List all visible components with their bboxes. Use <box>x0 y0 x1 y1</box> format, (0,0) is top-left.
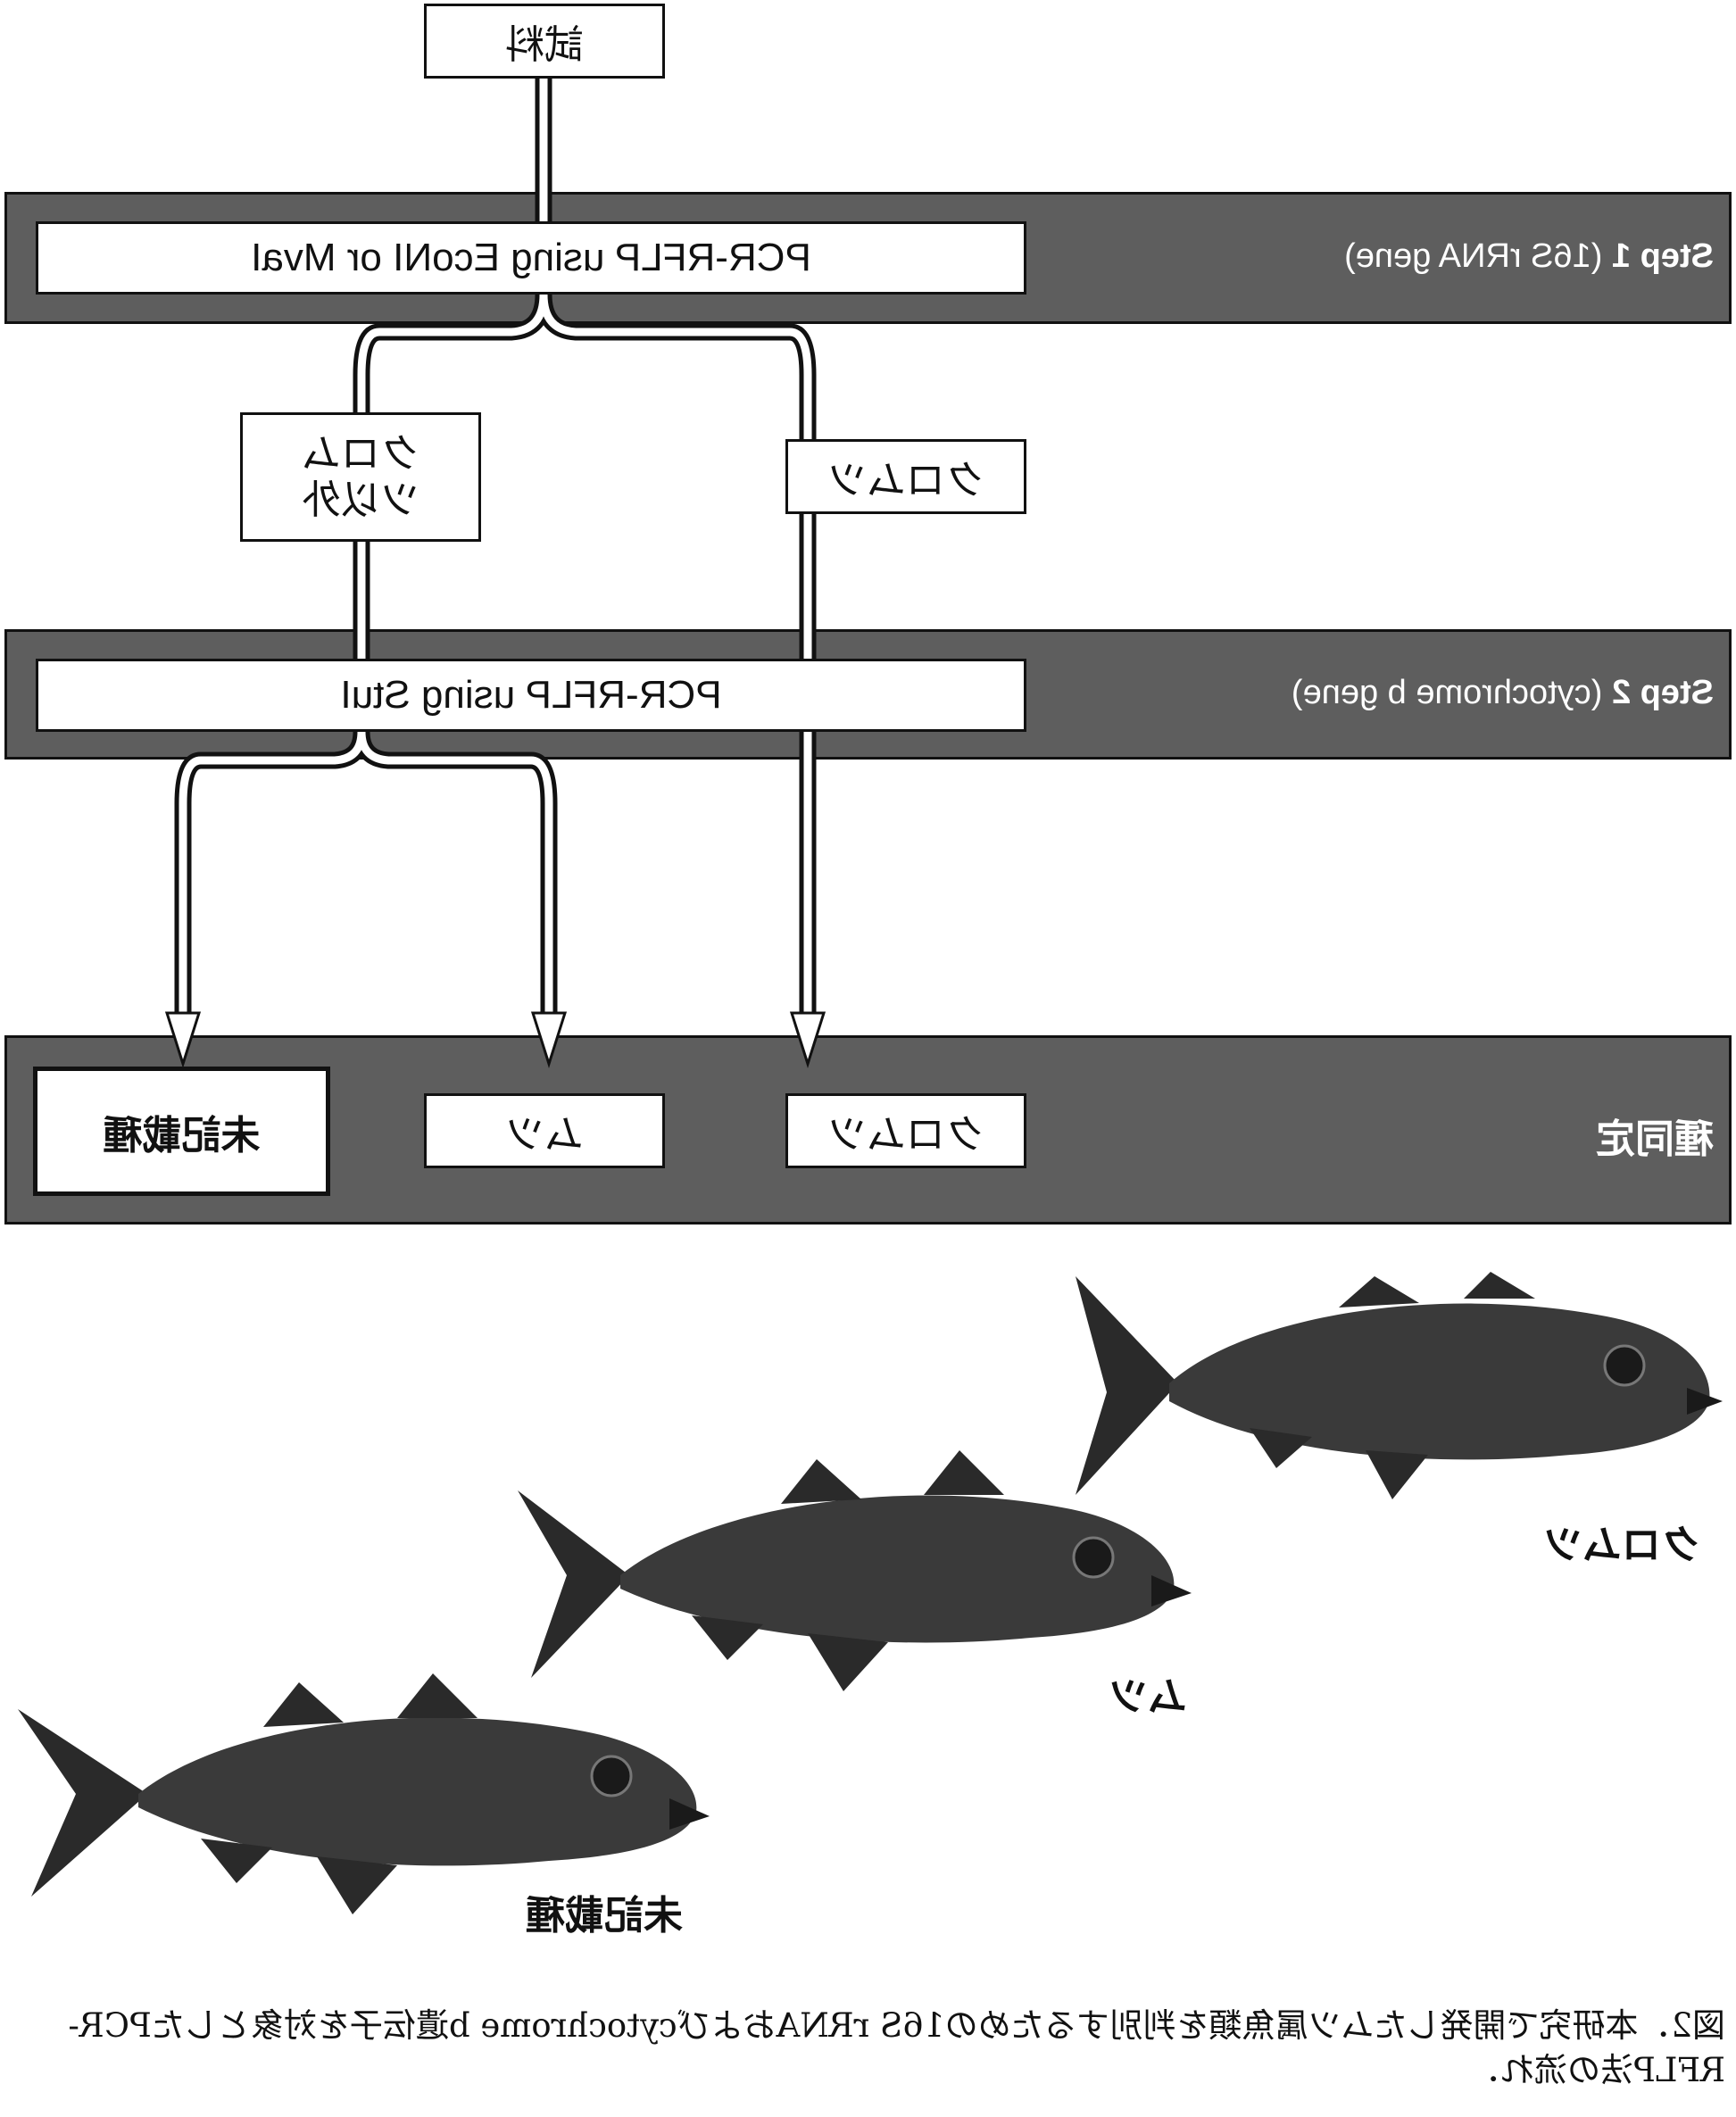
id-result-kuromutsu-box: クロムツ <box>785 1093 1026 1168</box>
identification-label: 種同定 <box>1596 1107 1714 1164</box>
fish-label-undescribed: 未記載種 <box>526 1883 683 1940</box>
step1-label: Step 1 (16S rRNA gene) <box>1344 237 1714 276</box>
result-kuromutsu: クロムツ <box>827 448 984 505</box>
result-other-box: クロムツ以外 <box>240 412 481 542</box>
id-result-mutsu-box: ムツ <box>424 1093 665 1168</box>
step2-label: Step 2 (cytochrome b gene) <box>1292 674 1714 712</box>
fish-label-mutsu: ムツ <box>1109 1665 1187 1722</box>
id-result-undescribed: 未記載種 <box>104 1103 261 1160</box>
id-result-kuromutsu: クロムツ <box>827 1102 984 1159</box>
fish-label-kuromutsu: クロムツ <box>1543 1513 1700 1570</box>
step2-label-bold: Step 2 <box>1612 674 1714 711</box>
step1-method-box: PCR-RFLP using EcoNI or MvaI <box>36 221 1026 295</box>
step1-label-rest: (16S rRNA gene) <box>1344 237 1612 275</box>
result-kuromutsu-box: クロムツ <box>785 439 1026 514</box>
step2-label-rest: (cytochrome b gene) <box>1292 674 1612 711</box>
id-result-mutsu: ムツ <box>505 1102 584 1159</box>
flow-connectors <box>0 0 1736 1232</box>
id-result-undescribed-box: 未記載種 <box>33 1067 330 1196</box>
result-other: クロムツ以外 <box>285 431 436 524</box>
figure-caption: 図2．本研究で開発したムツ属魚類を判別するための16S rRNAおよびcytoc… <box>12 2004 1725 2093</box>
step1-label-bold: Step 1 <box>1612 237 1714 275</box>
sample-box: 試料 <box>424 4 665 79</box>
step2-method: PCR-RFLP using StuI <box>340 673 721 718</box>
step2-method-box: PCR-RFLP using StuI <box>36 659 1026 732</box>
step1-method: PCR-RFLP using EcoNI or MvaI <box>251 236 811 280</box>
sample-label: 試料 <box>505 12 584 70</box>
